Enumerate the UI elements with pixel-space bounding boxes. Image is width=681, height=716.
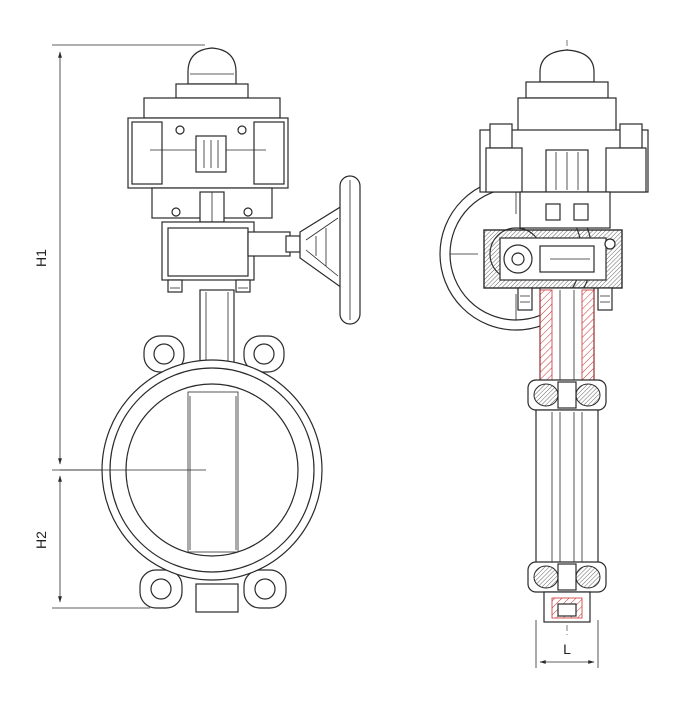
side-bottom-plug — [543, 591, 591, 623]
dimension-label-l: L — [563, 641, 571, 657]
side-upper-seal — [527, 379, 607, 411]
side-bolts — [517, 287, 613, 311]
gearbox — [161, 221, 291, 293]
side-gearbox-section — [483, 229, 623, 289]
dimension-label-h2: H2 — [33, 531, 49, 549]
side-neck-section — [539, 287, 595, 385]
dimension-h2: H2 — [33, 475, 150, 609]
lower-lugs — [139, 569, 287, 613]
valve-neck — [199, 289, 235, 369]
side-position-indicator — [525, 49, 609, 99]
dimension-l: L — [535, 620, 599, 668]
position-indicator — [175, 47, 249, 99]
side-section-view: L — [439, 40, 649, 668]
dimension-label-h1: H1 — [33, 249, 49, 267]
valve-body — [101, 359, 323, 581]
side-disc — [535, 409, 599, 569]
front-view: H1 H2 — [33, 44, 361, 613]
side-actuator — [479, 97, 649, 229]
handwheel[interactable] — [285, 175, 361, 325]
side-lower-seal — [527, 561, 607, 593]
actuator-housing — [127, 97, 289, 223]
